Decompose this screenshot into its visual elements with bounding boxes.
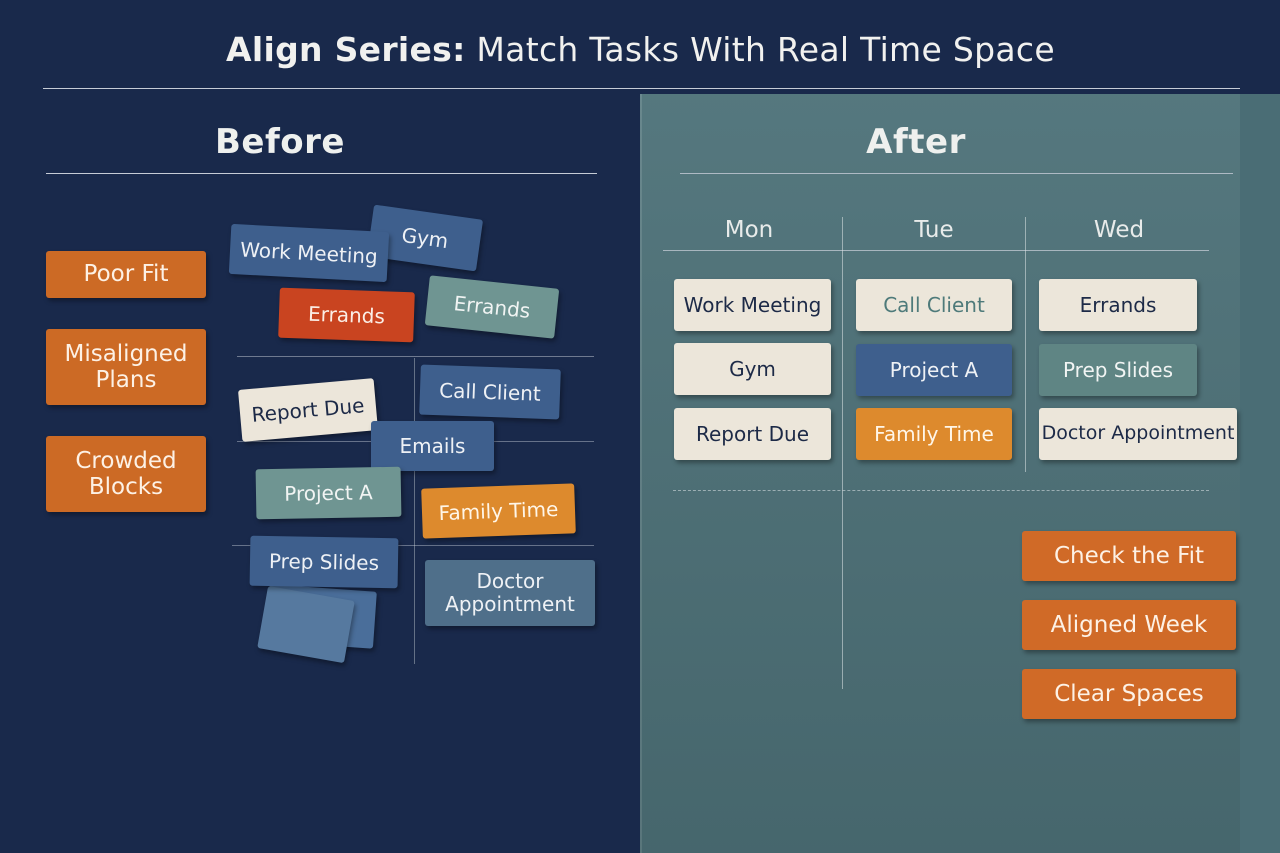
label-poor-fit: Poor Fit xyxy=(46,251,206,298)
card-family-time-scattered[interactable]: Family Time xyxy=(421,483,576,539)
before-grid-line xyxy=(232,545,594,546)
card-wed-errands[interactable]: Errands xyxy=(1039,279,1197,331)
card-mon-gym[interactable]: Gym xyxy=(674,343,831,395)
card-errands-red-scattered[interactable]: Errands xyxy=(278,287,415,343)
after-heading-rule xyxy=(680,173,1233,174)
card-errands-teal-scattered[interactable]: Errands xyxy=(424,275,560,339)
card-work-meeting-scattered[interactable]: Work Meeting xyxy=(228,223,390,283)
card-doctor-appointment-scattered[interactable]: Doctor Appointment xyxy=(425,560,595,626)
label-misaligned-plans: Misaligned Plans xyxy=(46,329,206,405)
card-emails-scattered[interactable]: Emails xyxy=(371,421,494,471)
card-call-client-scattered[interactable]: Call Client xyxy=(419,364,561,420)
right-strip xyxy=(1240,94,1280,853)
card-mon-report-due[interactable]: Report Due xyxy=(674,408,831,460)
card-wed-prep-slides[interactable]: Prep Slides xyxy=(1039,344,1197,396)
title-rule xyxy=(43,88,1240,89)
card-wed-doctor-appointment[interactable]: Doctor Appointment xyxy=(1039,408,1237,460)
before-heading-rule xyxy=(46,173,597,174)
card-mon-work-meeting[interactable]: Work Meeting xyxy=(674,279,831,331)
before-heading: Before xyxy=(215,122,345,162)
title-lead: Align Series: xyxy=(226,30,466,69)
schedule-end-line xyxy=(673,490,1209,491)
check-the-fit-button[interactable]: Check the Fit xyxy=(1022,531,1236,581)
card-project-a-scattered[interactable]: Project A xyxy=(255,466,402,520)
card-prep-slides-scattered[interactable]: Prep Slides xyxy=(249,535,399,589)
card-report-due-scattered[interactable]: Report Due xyxy=(237,378,379,442)
aligned-week-button[interactable]: Aligned Week xyxy=(1022,600,1236,650)
day-header-tue: Tue xyxy=(914,217,954,243)
day-divider-1 xyxy=(842,217,843,689)
title-rest: Match Tasks With Real Time Space xyxy=(465,30,1055,69)
day-header-wed: Wed xyxy=(1093,217,1145,243)
card-tue-project-a[interactable]: Project A xyxy=(856,344,1012,396)
label-crowded-blocks: Crowded Blocks xyxy=(46,436,206,512)
day-divider-2 xyxy=(1025,217,1026,472)
after-panel xyxy=(640,94,1240,853)
before-grid-line xyxy=(237,356,594,357)
clear-spaces-button[interactable]: Clear Spaces xyxy=(1022,669,1236,719)
day-header-rule xyxy=(663,250,1209,251)
card-tue-call-client[interactable]: Call Client xyxy=(856,279,1012,331)
day-header-mon: Mon xyxy=(724,217,774,243)
after-heading: After xyxy=(866,122,966,162)
card-tue-family-time[interactable]: Family Time xyxy=(856,408,1012,460)
before-grid-vline xyxy=(414,358,415,664)
page-title: Align Series: Match Tasks With Real Time… xyxy=(226,30,1055,69)
